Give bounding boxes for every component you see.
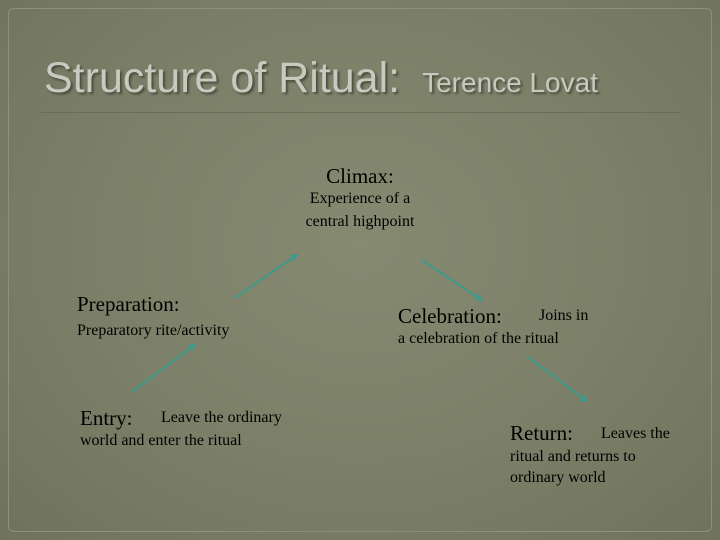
preparation-label: Preparation: [77,292,180,316]
title-main: Structure of Ritual: [44,54,401,102]
return-desc-line2: ritual and returns to [510,448,636,465]
return-label: Return: [510,421,573,445]
celebration-desc-line2: a celebration of the ritual [398,330,559,347]
arrow-climax-to-celebration [421,259,484,302]
entry-desc-line2: world and enter the ritual [80,432,242,449]
climax-label: Climax: [326,164,394,188]
slide-frame [8,8,712,532]
arrow-preparation-to-climax [234,253,299,299]
entry-label: Entry: [80,406,133,430]
celebration-label: Celebration: [398,304,502,328]
return-desc-line3: ordinary world [510,469,606,486]
preparation-desc: Preparatory rite/activity [77,322,230,339]
entry-desc-inline: Leave the ordinary [161,409,282,426]
climax-desc-line2: central highpoint [305,213,415,230]
title-divider [40,112,680,113]
celebration-desc-inline: Joins in [539,307,589,324]
arrow-celebration-to-return [526,355,589,403]
climax-desc-line1: Experience of a [309,190,411,207]
return-desc-inline: Leaves the [601,425,670,442]
slide-title: Structure of Ritual: Terence Lovat [44,54,598,103]
arrow-entry-to-preparation [131,343,197,393]
title-sub: Terence Lovat [422,67,598,98]
